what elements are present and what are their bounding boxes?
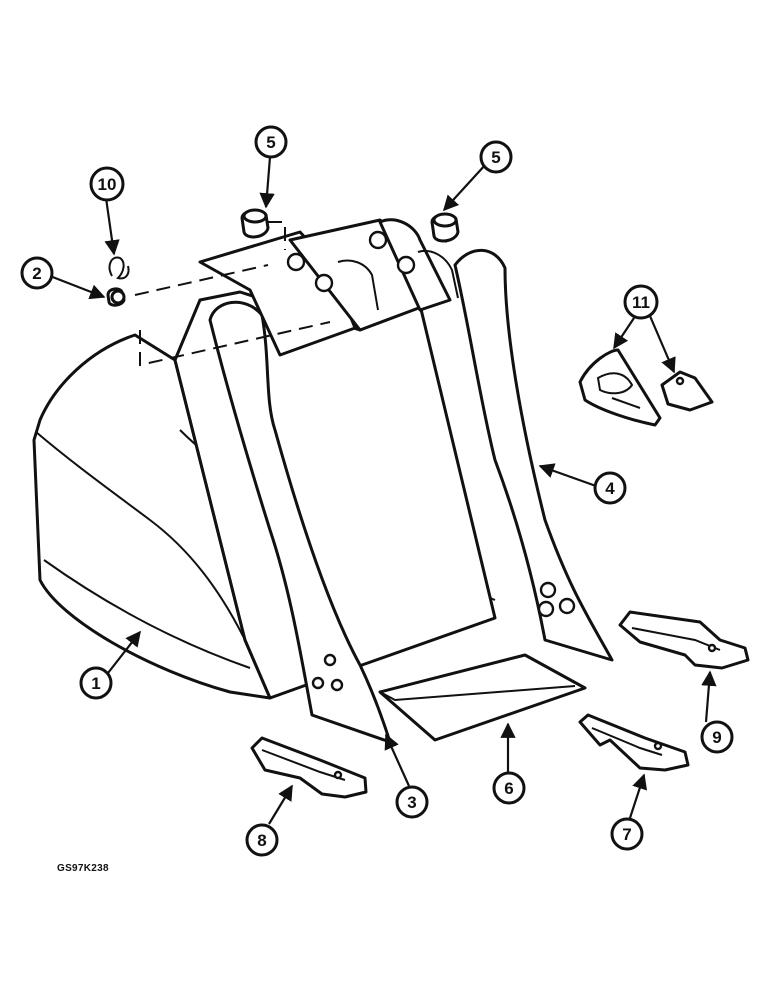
- svg-text:10: 10: [98, 175, 117, 194]
- callout-6: 6: [492, 771, 526, 805]
- figure-code: GS97K238: [57, 863, 109, 874]
- svg-text:5: 5: [266, 133, 275, 152]
- callout-8: 8: [245, 823, 279, 857]
- pin-part-2: [106, 287, 126, 307]
- svg-text:3: 3: [407, 793, 416, 812]
- svg-text:2: 2: [32, 264, 41, 283]
- tooth-part-7: [578, 713, 690, 772]
- callout-5-right: 5: [479, 140, 513, 174]
- callout-4: 4: [593, 471, 627, 505]
- callout-2: 2: [20, 256, 54, 290]
- callout-9: 9: [700, 720, 734, 754]
- tooth-part-9: [618, 610, 750, 670]
- callout-10: 10: [89, 166, 125, 202]
- bushing-left: [240, 208, 270, 239]
- hinge-bracket: [198, 218, 459, 357]
- svg-text:5: 5: [491, 148, 500, 167]
- left-side-plate: [208, 300, 392, 744]
- svg-text:9: 9: [712, 728, 721, 747]
- callout-11: 11: [623, 284, 659, 320]
- svg-text:1: 1: [91, 674, 100, 693]
- cutting-edge: [378, 653, 587, 742]
- side-cutter-part-11: [578, 348, 662, 427]
- svg-text:11: 11: [632, 293, 650, 312]
- svg-text:4: 4: [605, 479, 615, 498]
- callout-3: 3: [395, 785, 429, 819]
- leader-lines: [49, 156, 717, 825]
- callout-1: 1: [79, 666, 113, 700]
- callout-7: 7: [610, 817, 644, 851]
- retaining-clip-part-10: [108, 256, 130, 280]
- callout-5-left: 5: [254, 125, 288, 159]
- tooth-part-8: [250, 736, 368, 799]
- svg-text:6: 6: [504, 779, 513, 798]
- svg-text:7: 7: [622, 825, 631, 844]
- tooth-part-11: [660, 370, 714, 412]
- svg-text:8: 8: [257, 831, 266, 850]
- right-side-plate: [453, 248, 614, 662]
- bushing-right: [430, 212, 460, 243]
